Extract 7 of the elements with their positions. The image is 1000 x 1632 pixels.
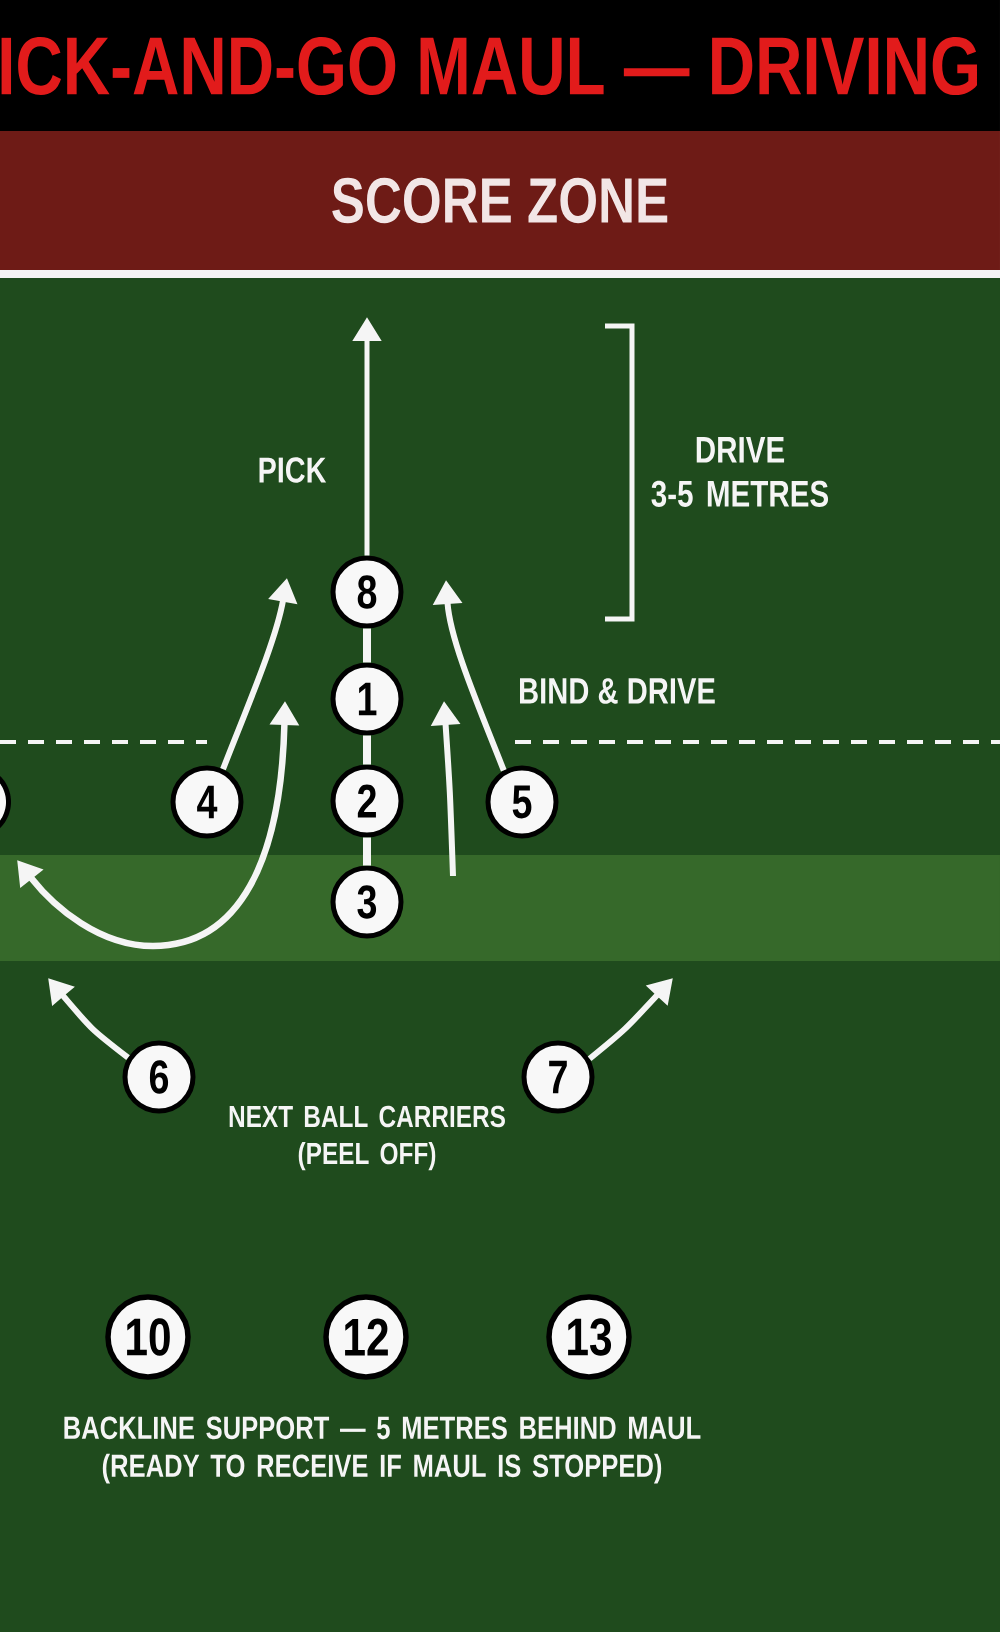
edge-label: PICK bbox=[259, 457, 327, 483]
annotation: BACKLINE SUPPORT — 5 METRES BEHIND MAUL (READY TO RECEIVE IF MAUL IS STOPPED) bbox=[64, 1416, 701, 1484]
title-bar: ICK-AND-GO MAUL — DRIVING bbox=[0, 0, 1000, 131]
annotation: BIND & DRIVE bbox=[520, 678, 715, 704]
zone-band: SCORE ZONE bbox=[0, 131, 1000, 270]
dimension-label: DRIVE 3-5 METRES bbox=[651, 437, 829, 507]
annotation: NEXT BALL CARRIERS (PEEL OFF) bbox=[229, 1105, 505, 1171]
